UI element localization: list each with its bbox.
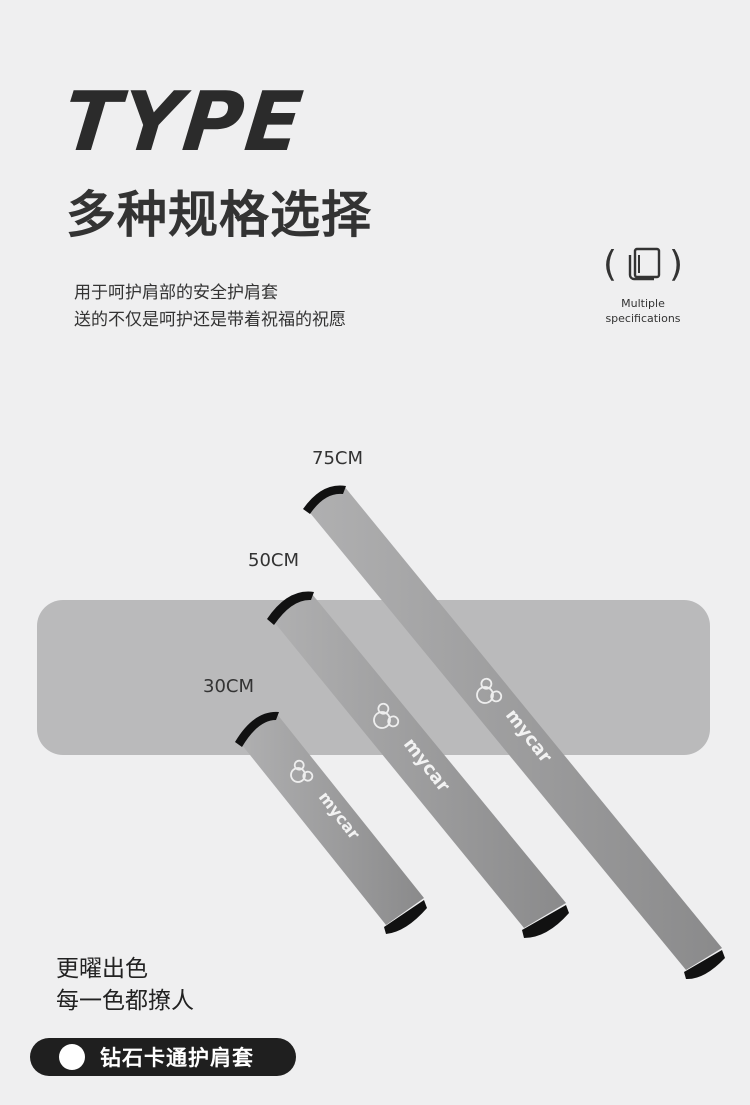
mouse-logo-icon — [290, 759, 314, 783]
promo-caption: 更曜出色 每一色都撩人 — [56, 953, 194, 1017]
size-label-50cm: 50CM — [248, 550, 300, 571]
color-option-pill[interactable]: 钻石卡通护肩套 — [30, 1038, 296, 1076]
description-line-1: 用于呵护肩部的安全护肩套 — [74, 283, 278, 303]
spec-badge: ( ) Multiple specifications — [598, 240, 688, 326]
open-paren: ( — [602, 244, 617, 285]
promo-caption-line-2: 每一色都撩人 — [56, 988, 194, 1014]
spec-caption: Multiple specifications — [598, 296, 688, 326]
sub-title: 多种规格选择 — [66, 186, 372, 244]
color-option-label: 钻石卡通护肩套 — [100, 1046, 254, 1070]
color-swatch-white[interactable] — [59, 1044, 85, 1070]
mouse-logo-icon — [373, 702, 400, 729]
description-line-2: 送的不仅是呵护还是带着祝福的祝愿 — [74, 310, 346, 330]
size-label-75cm: 75CM — [312, 448, 364, 469]
mouse-logo-icon — [476, 677, 503, 704]
spec-caption-line-2: specifications — [605, 312, 681, 325]
book-icon — [623, 243, 663, 287]
shoulder-pad-30cm: mycar — [235, 711, 427, 934]
spec-caption-line-1: Multiple — [621, 297, 665, 310]
description: 用于呵护肩部的安全护肩套 送的不仅是呵护还是带着祝福的祝愿 — [74, 280, 346, 334]
close-paren: ) — [669, 244, 684, 285]
shoulder-pad-50cm: mycar — [267, 591, 569, 938]
promo-caption-line-1: 更曜出色 — [56, 956, 148, 982]
size-label-30cm: 30CM — [203, 676, 255, 697]
